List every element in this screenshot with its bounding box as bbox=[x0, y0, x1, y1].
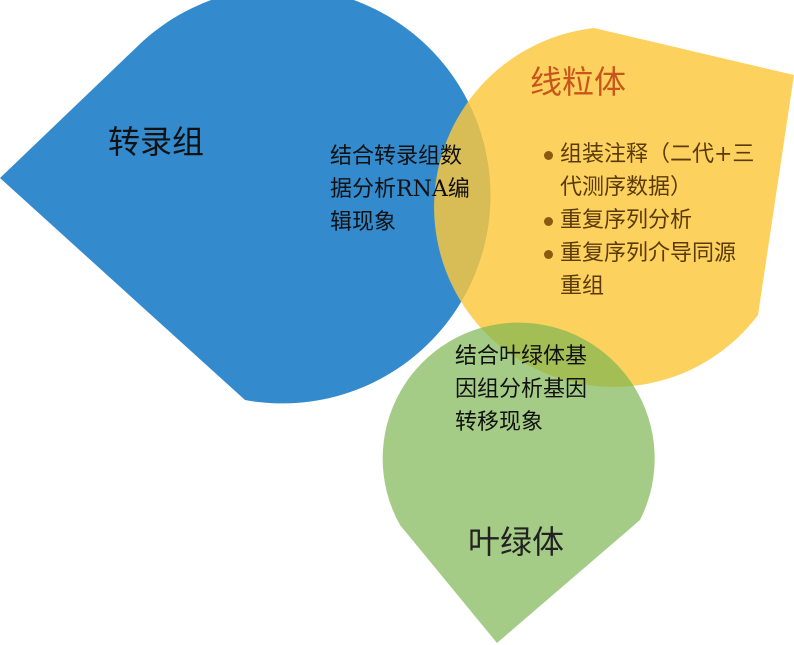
mito-item-line: 重组 bbox=[560, 274, 605, 299]
mitochondria-petal bbox=[434, 28, 794, 387]
mitochondria-items: 组装注释（二代+三 代测序数据） 重复序列分析 重复序列介导同源 重组 bbox=[542, 138, 754, 303]
transcriptome-petal bbox=[0, 0, 491, 404]
overlap-line: 因组分析基因 bbox=[455, 377, 588, 402]
mito-item-line: 重复序列介导同源 bbox=[560, 241, 737, 266]
mito-item-line: 重复序列分析 bbox=[560, 208, 693, 233]
overlap-line: 结合叶绿体基 bbox=[455, 344, 588, 369]
overlap-line: 结合转录组数 bbox=[330, 144, 463, 169]
chloroplast-title: 叶绿体 bbox=[468, 523, 565, 561]
overlap-mito-chloroplast-text: 结合叶绿体基 因组分析基因 转移现象 bbox=[455, 340, 587, 439]
mito-item: 组装注释（二代+三 代测序数据） bbox=[542, 138, 754, 204]
overlap-transcriptome-mito-text: 结合转录组数 据分析RNA编 辑现象 bbox=[330, 140, 470, 239]
transcriptome-title: 转录组 bbox=[108, 123, 205, 161]
overlap-line: 辑现象 bbox=[330, 210, 397, 235]
mito-item: 重复序列分析 bbox=[542, 204, 754, 237]
mito-item-line: 组装注释（二代+三 bbox=[560, 142, 755, 167]
overlap-line: 据分析RNA编 bbox=[330, 177, 470, 202]
mito-item: 重复序列介导同源 重组 bbox=[542, 237, 754, 303]
chloroplast-petal bbox=[382, 322, 655, 643]
overlap-line: 转移现象 bbox=[455, 410, 544, 435]
mitochondria-title: 线粒体 bbox=[530, 63, 627, 101]
mito-item-line: 代测序数据） bbox=[560, 175, 693, 200]
